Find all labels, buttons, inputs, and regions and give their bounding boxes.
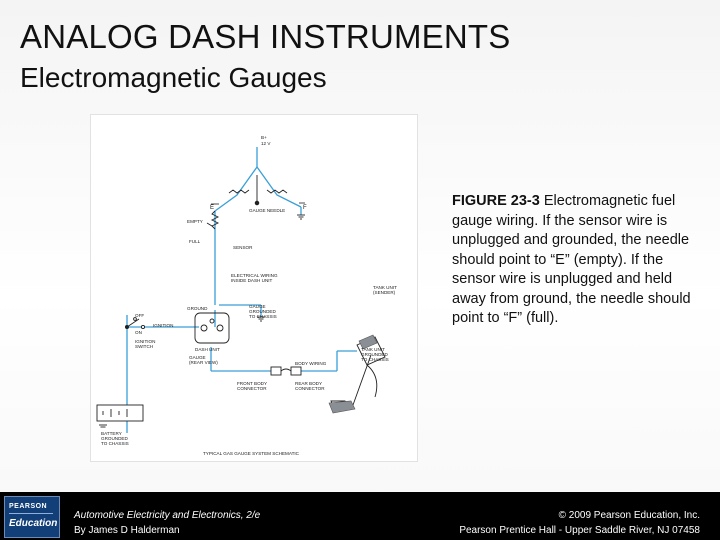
label-gauge-grounded-1: GAUGE: [249, 304, 266, 309]
wiring-diagram-figure: B+ 12 V E F GAUGE NEEDLE EMPTY FULL SENS…: [90, 114, 418, 462]
logo-rule: [9, 513, 53, 514]
footer-publisher-info: © 2009 Pearson Education, Inc. Pearson P…: [459, 508, 700, 538]
label-battery-1: BATTERY: [101, 431, 122, 436]
figure-number: FIGURE 23-3: [452, 193, 540, 209]
logo-bottom-text: Education: [9, 518, 58, 529]
book-title: Automotive Electricity and Electronics, …: [74, 510, 261, 521]
label-rear-connector-2: CONNECTOR: [295, 386, 325, 391]
label-gauge-grounded-3: TO CHASSIS: [249, 314, 277, 319]
label-front-connector-2: CONNECTOR: [237, 386, 267, 391]
publisher-text: Pearson Prentice Hall - Upper Saddle Riv…: [459, 525, 700, 536]
label-gauge-needle: GAUGE NEEDLE: [249, 208, 285, 213]
label-ignition-switch-1: IGNITION: [135, 339, 155, 344]
label-battery-3: TO CHASSIS: [101, 441, 129, 446]
label-tank-unit-1: TANK UNIT: [373, 285, 397, 290]
label-ground: GROUND: [187, 306, 208, 311]
label-sensor: SENSOR: [233, 245, 253, 250]
label-full: FULL: [189, 239, 201, 244]
figure-caption: FIGURE 23-3 Electromagnetic fuel gauge w…: [452, 192, 692, 329]
label-e: E: [210, 205, 214, 211]
label-tank-grounded-2: GROUNDED: [361, 352, 388, 357]
pearson-logo: PEARSON Education: [4, 496, 60, 538]
label-rear-connector-1: REAR BODY: [295, 381, 322, 386]
label-ignition: IGNITION: [153, 323, 173, 328]
label-off: OFF: [135, 313, 144, 318]
label-front-connector-1: FRONT BODY: [237, 381, 267, 386]
label-ignition-switch-2: SWITCH: [135, 344, 153, 349]
copyright-text: © 2009 Pearson Education, Inc.: [558, 510, 700, 521]
label-supply: B+: [261, 135, 267, 140]
label-schematic-title: TYPICAL GAS GAUGE SYSTEM SCHEMATIC: [203, 451, 300, 456]
label-battery-2: GROUNDED: [101, 436, 128, 441]
label-electrical-wiring-2: INSIDE DASH UNIT: [231, 278, 273, 283]
label-empty: EMPTY: [187, 219, 203, 224]
label-tank-unit-2: (SENDER): [373, 290, 396, 295]
label-on: ON: [135, 330, 142, 335]
logo-top-text: PEARSON: [9, 503, 48, 510]
label-gauge-rear-1: GAUGE: [189, 355, 206, 360]
fuel-gauge-schematic: B+ 12 V E F GAUGE NEEDLE EMPTY FULL SENS…: [96, 135, 397, 456]
label-tank-grounded-3: TO CHASSIS: [361, 357, 389, 362]
label-f: F: [303, 205, 307, 211]
caption-text: Electromagnetic fuel gauge wiring. If th…: [452, 193, 691, 326]
label-voltage: 12 V: [261, 141, 271, 146]
footer-book-info: Automotive Electricity and Electronics, …: [74, 508, 260, 538]
label-electrical-wiring-1: ELECTRICAL WIRING: [231, 273, 278, 278]
label-body-wiring: BODY WIRING: [295, 361, 327, 366]
label-tank-grounded-1: TANK UNIT: [361, 347, 385, 352]
book-author: By James D Halderman: [74, 525, 180, 536]
footer-bar: PEARSON Education: [0, 492, 720, 540]
label-gauge-rear-2: (REAR VIEW): [189, 360, 218, 365]
label-gauge-grounded-2: GROUNDED: [249, 309, 276, 314]
slide-subtitle: Electromagnetic Gauges: [20, 62, 327, 93]
slide-title: ANALOG DASH INSTRUMENTS: [20, 18, 511, 55]
label-dash-unit: DASH UNIT: [195, 347, 220, 352]
